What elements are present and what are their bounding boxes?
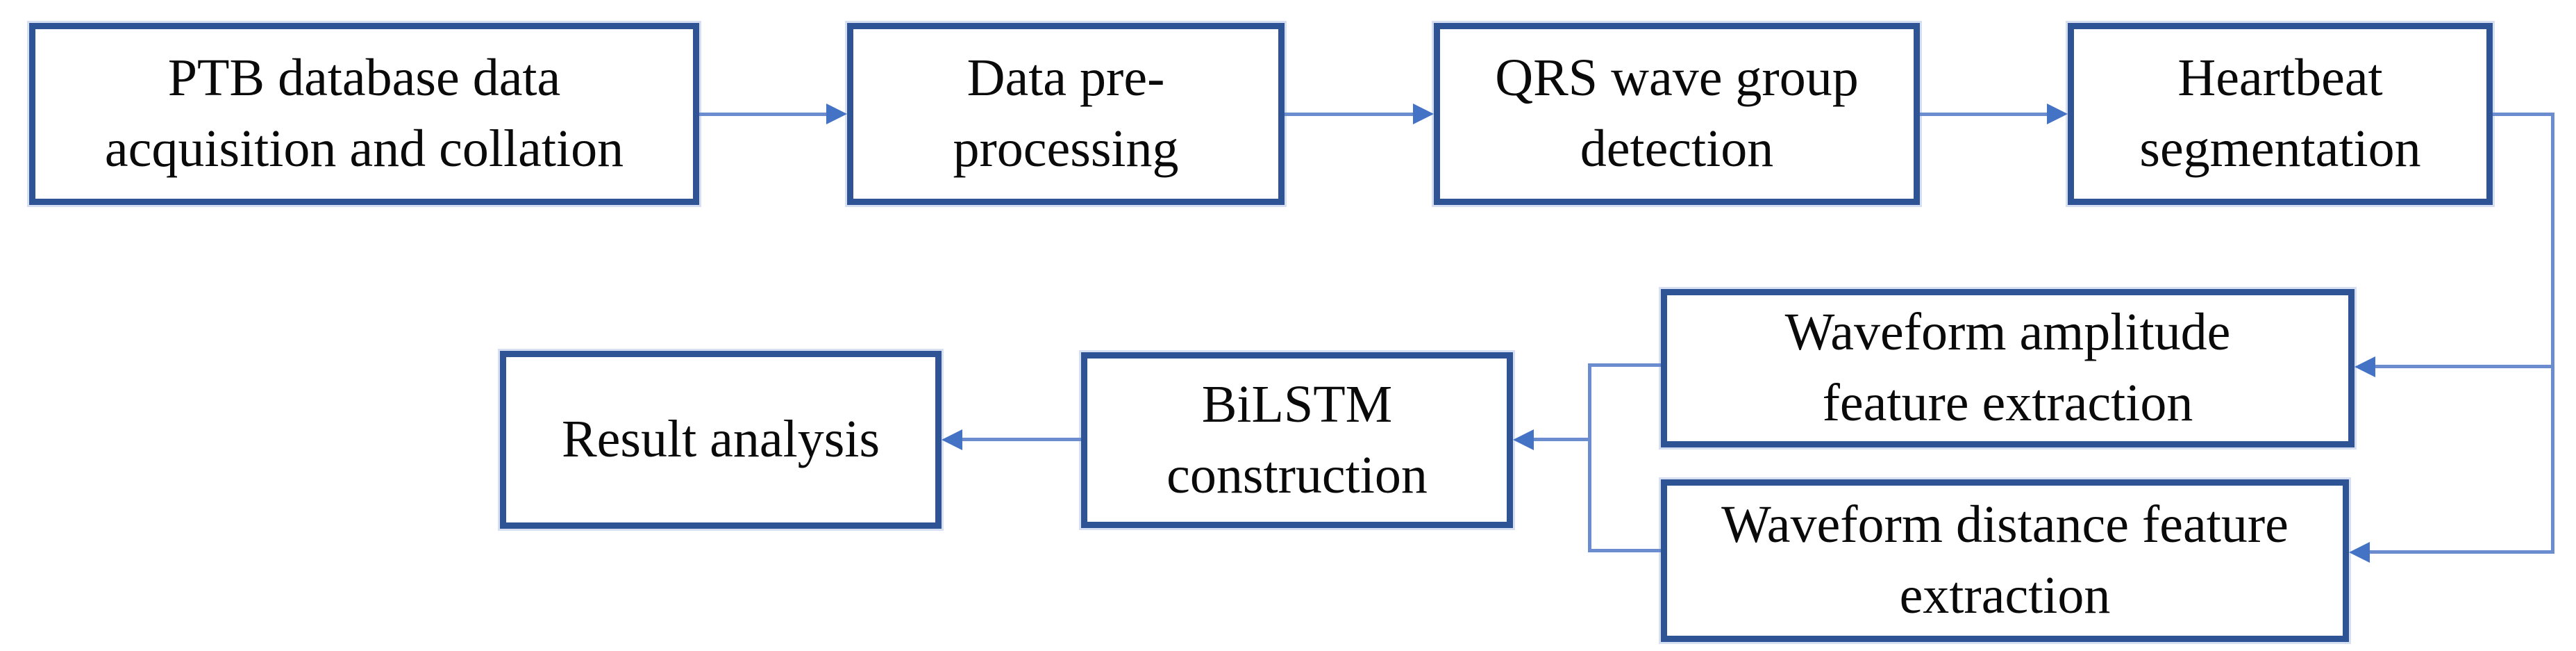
flow-box-ptb-database-line2: acquisition and collation (104, 120, 624, 178)
flow-box-result-analysis-label: Result analysis (562, 404, 880, 475)
flow-box-data-preprocessing: Data pre- processing (847, 23, 1285, 205)
arrowhead-to-amplitude-icon (2355, 356, 2375, 377)
arrowhead-qrs-to-heartbeat-icon (2047, 104, 2068, 124)
flow-box-result-analysis-line1: Result analysis (561, 410, 880, 469)
flow-box-qrs-detection-label: QRS wave group detection (1495, 43, 1859, 185)
flow-box-ptb-database-line1: PTB database data (167, 49, 561, 108)
connector-bracket-to-bilstm (1532, 438, 1591, 441)
flow-box-ptb-database: PTB database data acquisition and collat… (29, 23, 699, 205)
connector-distance-stub (1588, 549, 1661, 552)
flow-box-waveform-amplitude: Waveform amplitude feature extraction (1661, 289, 2355, 447)
flow-box-qrs-detection-line2: detection (1580, 120, 1774, 178)
flow-box-bilstm-construction: BiLSTM construction (1081, 352, 1513, 528)
connector-bracket-vertical (1588, 363, 1591, 552)
connector-heartbeat-out (2493, 113, 2554, 116)
connector-qrs-to-heartbeat (1920, 113, 2048, 116)
flow-box-bilstm-construction-line1: BiLSTM (1201, 374, 1393, 434)
flow-box-waveform-distance-line1: Waveform distance feature (1721, 495, 2289, 554)
flow-box-waveform-distance-line2: extraction (1899, 566, 2111, 625)
flow-box-waveform-distance: Waveform distance feature extraction (1661, 479, 2349, 642)
connector-to-amplitude (2374, 365, 2554, 368)
flow-box-bilstm-construction-label: BiLSTM construction (1166, 370, 1428, 511)
flow-box-bilstm-construction-line2: construction (1166, 445, 1428, 504)
flow-box-waveform-amplitude-line2: feature extraction (1822, 374, 2193, 432)
flow-box-data-preprocessing-line1: Data pre- (967, 49, 1165, 108)
flow-box-qrs-detection-line1: QRS wave group (1495, 49, 1859, 108)
flow-box-waveform-amplitude-label: Waveform amplitude feature extraction (1785, 297, 2231, 439)
flow-box-data-preprocessing-line2: processing (953, 120, 1179, 178)
flow-box-heartbeat-segmentation-line2: segmentation (2139, 120, 2421, 178)
connector-preprocess-to-qrs (1285, 113, 1414, 116)
connector-amplitude-stub (1588, 363, 1661, 367)
connector-ptb-to-preprocess (699, 113, 828, 116)
flow-box-qrs-detection: QRS wave group detection (1434, 23, 1920, 205)
flow-box-waveform-amplitude-line1: Waveform amplitude (1784, 303, 2231, 362)
arrowhead-to-bilstm-icon (1513, 429, 1534, 450)
connector-right-vertical (2551, 113, 2554, 554)
connector-bilstm-to-result (961, 438, 1081, 441)
flow-box-heartbeat-segmentation-label: Heartbeat segmentation (2139, 43, 2420, 185)
flow-box-heartbeat-segmentation-line1: Heartbeat (2177, 49, 2383, 108)
arrowhead-ptb-to-preprocess-icon (826, 104, 847, 124)
connector-to-distance (2368, 550, 2554, 554)
flow-box-heartbeat-segmentation: Heartbeat segmentation (2068, 23, 2493, 205)
flow-box-data-preprocessing-label: Data pre- processing (953, 43, 1178, 185)
flow-box-result-analysis: Result analysis (500, 351, 942, 529)
arrowhead-to-result-icon (942, 429, 962, 450)
flow-box-ptb-database-label: PTB database data acquisition and collat… (105, 43, 624, 185)
flow-box-waveform-distance-label: Waveform distance feature extraction (1721, 490, 2289, 632)
arrowhead-preprocess-to-qrs-icon (1413, 104, 1434, 124)
arrowhead-to-distance-icon (2349, 542, 2370, 563)
